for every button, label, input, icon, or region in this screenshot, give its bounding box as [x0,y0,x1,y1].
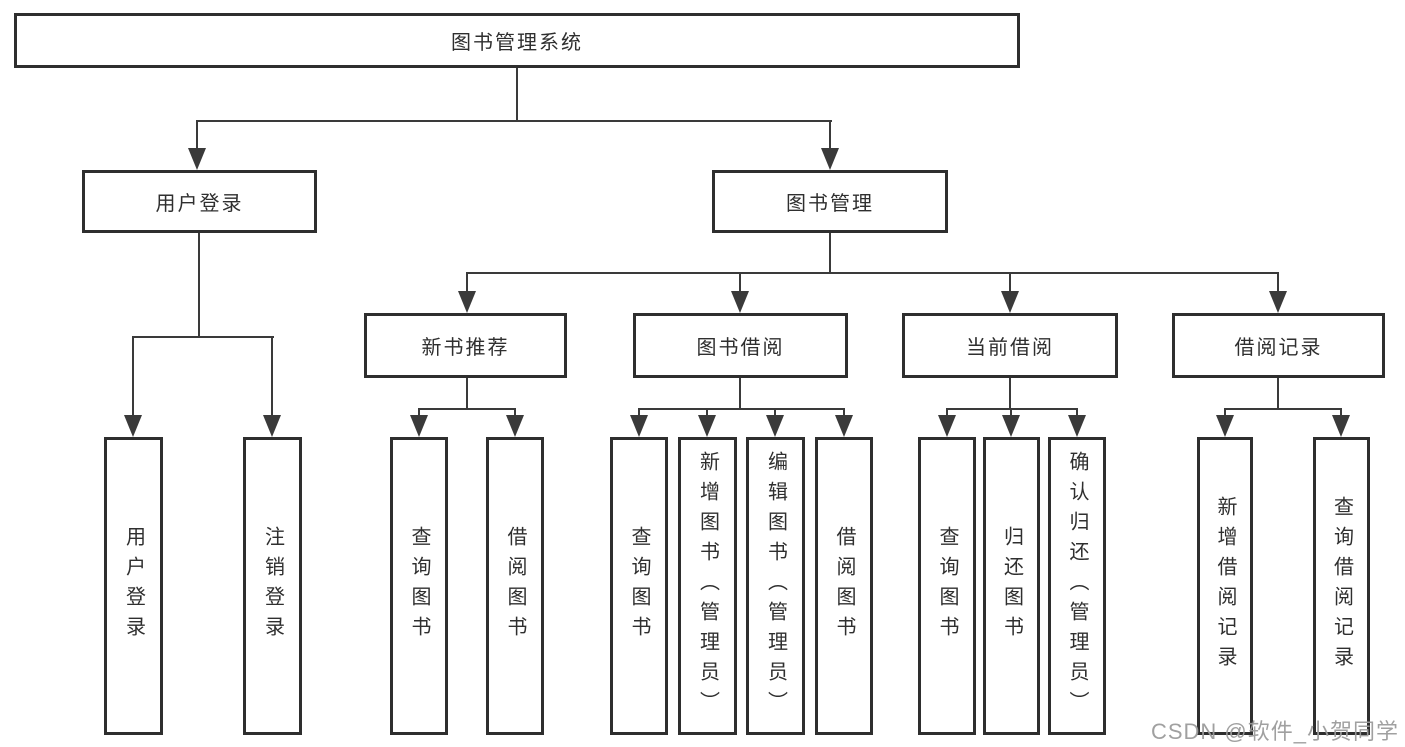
connector-line [1340,408,1342,418]
connector-line [466,272,468,294]
node-add-borrow-record: 新增借阅记录 [1197,437,1253,735]
arrow-down-icon [1216,415,1234,437]
node-query-books-borrowing: 查询图书 [610,437,668,735]
arrow-down-icon [821,148,839,170]
connector-line [1277,378,1279,409]
arrow-down-icon [458,291,476,313]
connector-line [829,120,831,154]
leaf-label: 确认归还（管理员） [1066,451,1088,721]
leaf-label: 借阅图书 [504,526,526,646]
arrow-down-icon [1068,415,1086,437]
leaf-label: 查询图书 [628,526,650,646]
node-query-books-recommend: 查询图书 [390,437,448,735]
node-return-books: 归还图书 [983,437,1040,735]
connector-line [1224,408,1226,418]
connector-line [843,408,845,418]
connector-line [774,408,776,418]
connector-line [739,378,741,409]
node-user-login: 用户登录 [82,170,317,233]
node-book-management: 图书管理 [712,170,948,233]
node-logout: 注销登录 [243,437,302,735]
arrow-down-icon [188,148,206,170]
leaf-label: 查询图书 [408,526,430,646]
connector-line [638,408,640,418]
node-user-login-leaf: 用户登录 [104,437,163,735]
node-add-book-admin: 新增图书（管理员） [678,437,737,735]
arrow-down-icon [1269,291,1287,313]
arrow-down-icon [1332,415,1350,437]
connector-line [466,378,468,409]
connector-line [196,120,832,122]
node-book-borrowing: 图书借阅 [633,313,848,378]
connector-line [514,408,516,418]
leaf-label: 新增借阅记录 [1214,496,1236,676]
node-borrow-books-borrowing: 借阅图书 [815,437,873,735]
arrow-down-icon [731,291,749,313]
connector-line [638,408,844,410]
leaf-label: 注销登录 [261,526,284,646]
connector-line [198,233,200,337]
node-edit-book-admin: 编辑图书（管理员） [746,437,805,735]
arrow-down-icon [938,415,956,437]
connector-line [1224,408,1342,410]
leaf-label: 借阅图书 [833,526,855,646]
node-query-books-current: 查询图书 [918,437,976,735]
connector-line [829,233,831,273]
node-current-borrowing: 当前借阅 [902,313,1118,378]
leaf-label: 查询图书 [936,526,958,646]
node-query-borrow-record: 查询借阅记录 [1313,437,1370,735]
arrow-down-icon [506,415,524,437]
arrow-down-icon [766,415,784,437]
connector-line [132,336,134,418]
arrow-down-icon [1002,415,1020,437]
arrow-down-icon [410,415,428,437]
arrow-down-icon [698,415,716,437]
connector-line [739,272,741,294]
node-borrow-books-recommend: 借阅图书 [486,437,544,735]
connector-line [466,272,1279,274]
leaf-label: 查询借阅记录 [1330,496,1353,676]
arrow-down-icon [835,415,853,437]
connector-line [271,336,273,418]
connector-line [418,408,420,418]
connector-line [1009,272,1011,294]
connector-line [706,408,708,418]
leaf-label: 归还图书 [1000,526,1023,646]
node-confirm-return-admin: 确认归还（管理员） [1048,437,1106,735]
leaf-label: 用户登录 [122,526,145,646]
arrow-down-icon [124,415,142,437]
node-new-book-recommendation: 新书推荐 [364,313,567,378]
connector-line [1277,272,1279,294]
leaf-label: 新增图书（管理员） [696,451,719,721]
connector-line [132,336,274,338]
connector-line [1010,408,1012,418]
connector-line [946,408,1078,410]
leaf-label: 编辑图书（管理员） [764,451,787,721]
connector-line [418,408,516,410]
node-library-management-system: 图书管理系统 [14,13,1020,68]
connector-line [196,120,198,154]
connector-line [946,408,948,418]
connector-line [516,68,518,121]
node-borrowing-records: 借阅记录 [1172,313,1385,378]
watermark: CSDN @软件_小贺同学 [1150,719,1399,744]
arrow-down-icon [1001,291,1019,313]
connector-line [1009,378,1011,409]
connector-line [1076,408,1078,418]
arrow-down-icon [263,415,281,437]
arrow-down-icon [630,415,648,437]
